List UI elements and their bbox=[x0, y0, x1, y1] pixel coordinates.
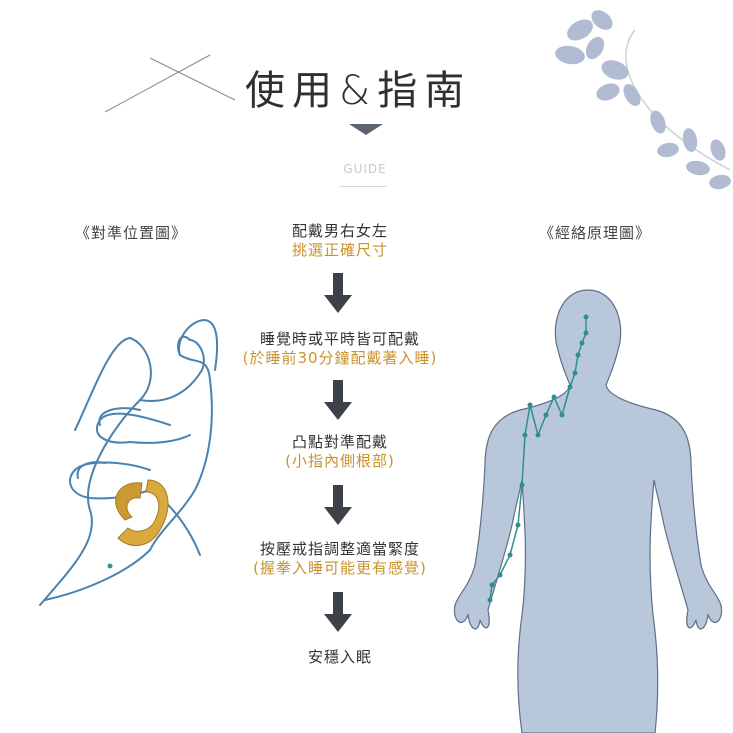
step-3-sub: (小指內側根部) bbox=[285, 452, 395, 470]
step-3: 凸點對準配戴 (小指內側根部) bbox=[225, 433, 455, 471]
step-1: 配戴男右女左 挑選正確尺寸 bbox=[225, 222, 455, 260]
down-arrow-icon bbox=[324, 380, 352, 420]
ring-icon bbox=[115, 479, 169, 546]
step-2-main: 睡覺時或平時皆可配戴 bbox=[259, 330, 420, 348]
down-arrow-icon bbox=[324, 273, 352, 313]
step-4-sub: (握拳入睡可能更有感覺) bbox=[253, 559, 427, 577]
leaf-decoration bbox=[555, 10, 731, 190]
guide-label: GUIDE bbox=[343, 162, 387, 176]
step-4: 按壓戒指調整適當緊度 (握拳入睡可能更有感覺) bbox=[225, 540, 455, 578]
cross-line-decoration bbox=[104, 54, 236, 113]
down-triangle-icon bbox=[349, 124, 383, 135]
divider bbox=[340, 186, 387, 187]
step-2-sub: (於睡前30分鐘配戴著入睡) bbox=[242, 349, 438, 367]
down-arrow-icon bbox=[324, 592, 352, 632]
step-1-main: 配戴男右女左 bbox=[291, 222, 388, 240]
page-title: 使用&指南 bbox=[245, 68, 472, 114]
down-arrow-icon bbox=[324, 485, 352, 525]
step-1-sub: 挑選正確尺寸 bbox=[291, 241, 388, 259]
step-4-main: 按壓戒指調整適當緊度 bbox=[259, 540, 420, 558]
step-2: 睡覺時或平時皆可配戴 (於睡前30分鐘配戴著入睡) bbox=[225, 330, 455, 368]
step-3-main: 凸點對準配戴 bbox=[291, 433, 388, 451]
left-caption: 《對準位置圖》 bbox=[75, 224, 188, 242]
body-meridian-illustration bbox=[453, 289, 723, 733]
hand-illustration bbox=[39, 319, 219, 606]
right-caption: 《經絡原理圖》 bbox=[539, 224, 652, 242]
step-5: 安穩入眠 bbox=[225, 648, 455, 667]
step-5-main: 安穩入眠 bbox=[307, 648, 372, 666]
